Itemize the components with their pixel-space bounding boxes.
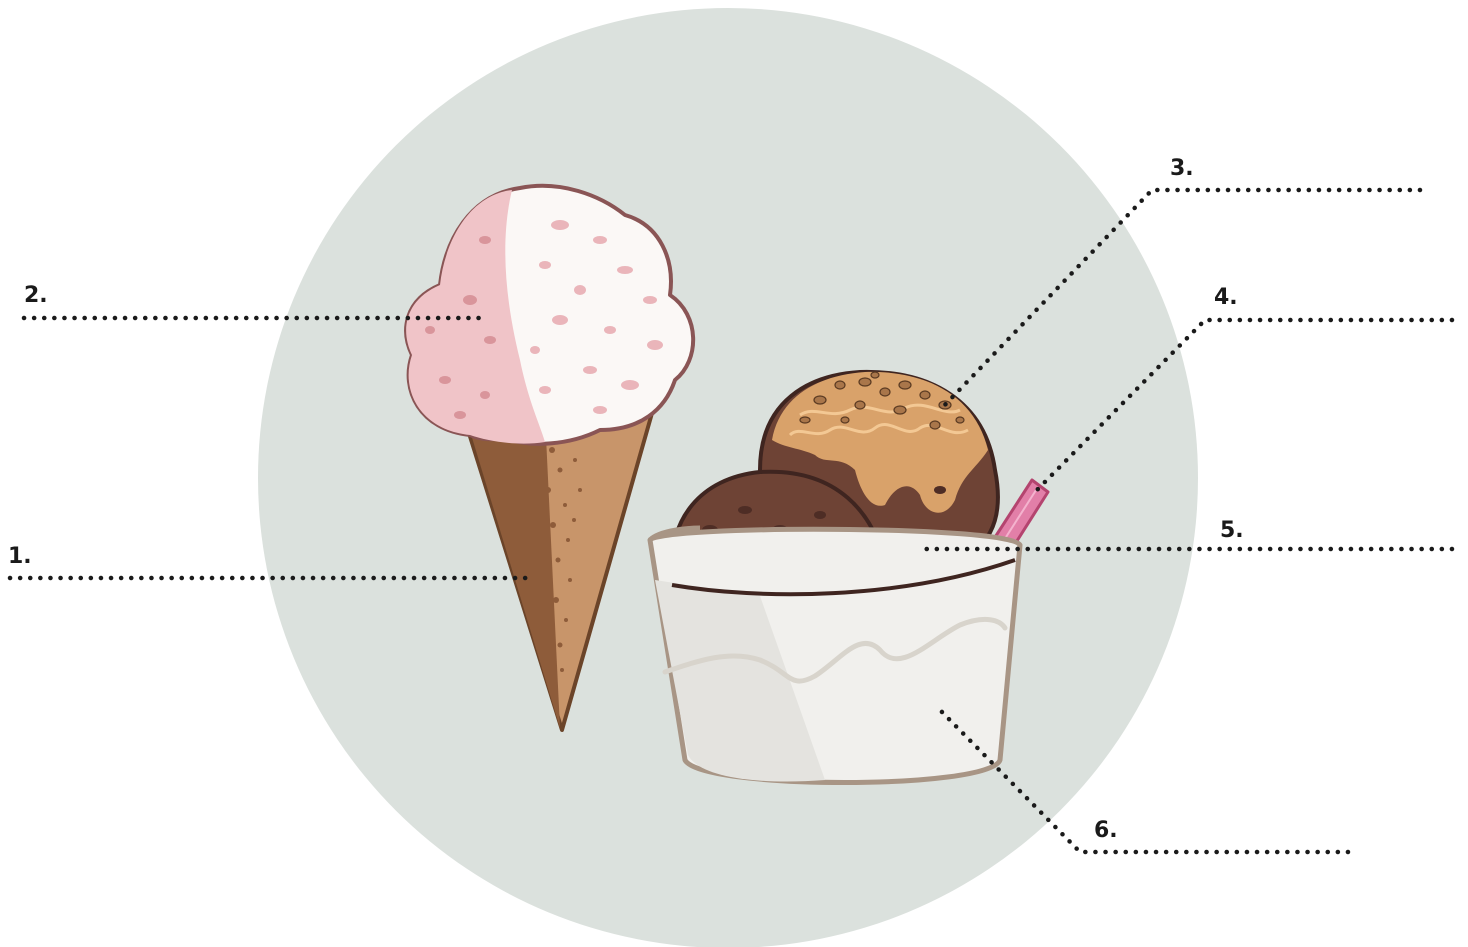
label-2: 2. xyxy=(24,285,48,307)
label-6: 6. xyxy=(1094,820,1118,842)
label-3: 3. xyxy=(1170,158,1194,180)
label-1: 1. xyxy=(8,546,32,568)
label-5: 5. xyxy=(1220,520,1244,542)
label-4: 4. xyxy=(1214,287,1238,309)
